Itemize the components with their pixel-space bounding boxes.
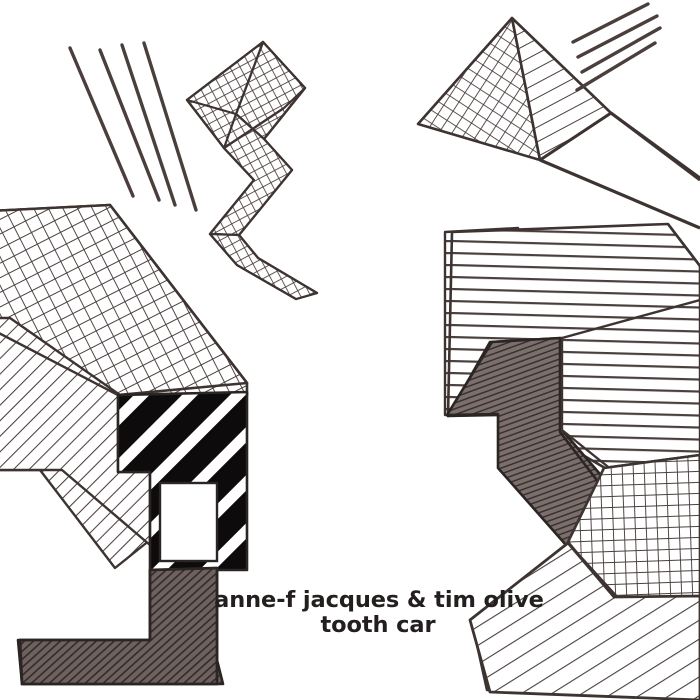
foot-left bbox=[16, 566, 225, 686]
stroke-cluster-top-left-icon bbox=[68, 41, 198, 212]
block-left bbox=[0, 203, 249, 572]
zigzag-band-top bbox=[185, 40, 319, 301]
block-right bbox=[443, 222, 700, 602]
stroke-cluster-top-right-icon bbox=[571, 2, 662, 92]
window-left-block bbox=[158, 481, 219, 563]
pyramid-top-right bbox=[416, 16, 700, 230]
band-bottom-right bbox=[468, 541, 700, 700]
